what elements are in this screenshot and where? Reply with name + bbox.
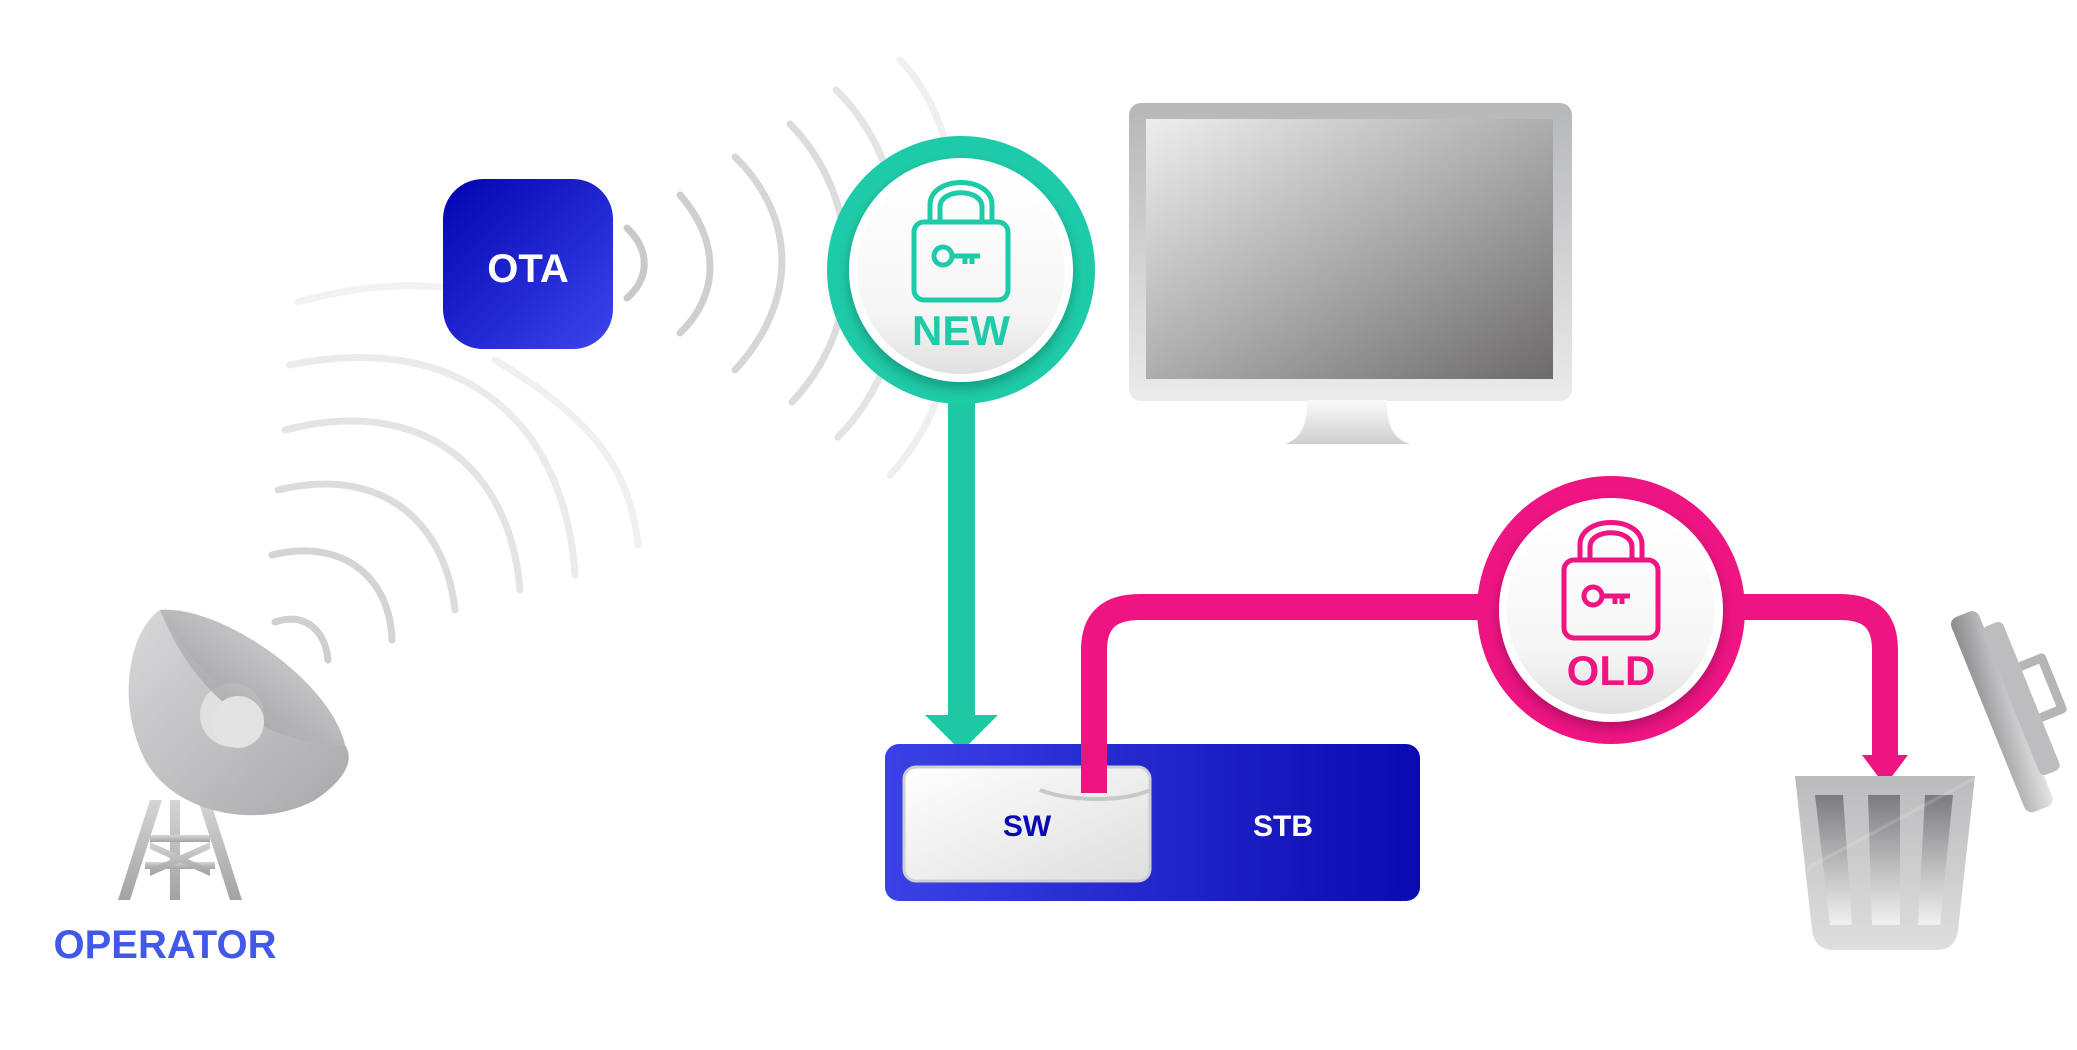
satellite-dish-icon — [118, 609, 349, 900]
padlock-key-icon — [1561, 520, 1661, 641]
ota-node: OTA — [443, 179, 613, 349]
old-key-node: OLD — [1477, 476, 1745, 744]
tv-monitor-icon — [1129, 103, 1572, 444]
ota-badge — [443, 179, 613, 349]
arrow-head — [925, 715, 998, 748]
old-key-path — [1081, 594, 1898, 800]
operator-label: OPERATOR — [54, 923, 277, 967]
sw-label: SW — [1003, 810, 1052, 843]
new-key-arrow — [925, 385, 998, 748]
stb-label: STB — [1253, 810, 1313, 843]
new-key-node: NEW — [827, 136, 1095, 404]
tower — [118, 800, 242, 900]
ota-label: OTA — [487, 247, 568, 291]
sw-slot-key — [1081, 740, 1107, 793]
old-key-label: OLD — [1567, 647, 1656, 694]
stb-node: STB SW — [885, 740, 1420, 901]
new-key-label: NEW — [912, 307, 1010, 354]
sw-module: SW — [902, 740, 1152, 883]
operator-broadcast-waves — [268, 282, 642, 664]
trash-bin-icon — [1795, 611, 2067, 950]
trash-arrow-head — [1862, 755, 1908, 780]
padlock-key-icon — [911, 180, 1011, 303]
